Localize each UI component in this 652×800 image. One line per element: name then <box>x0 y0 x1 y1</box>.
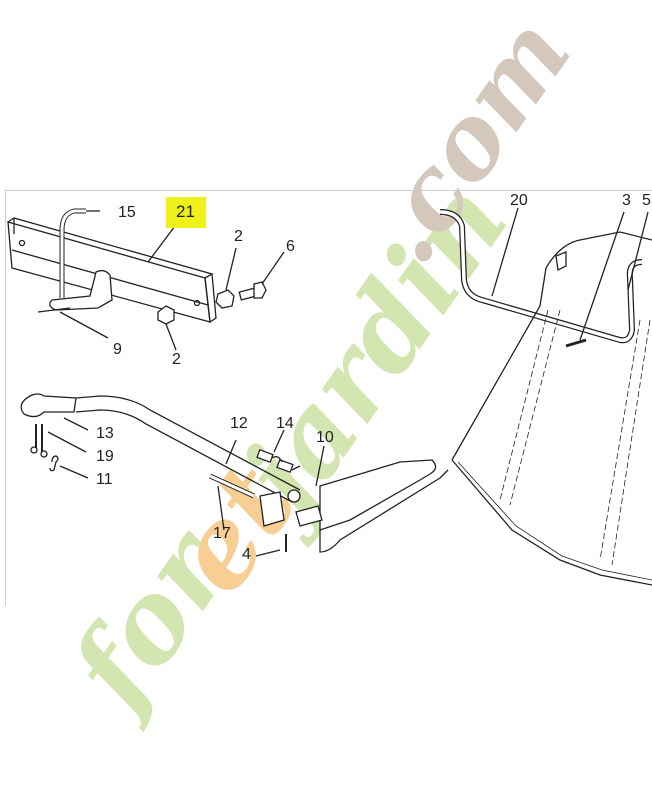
channel-bar-part <box>7 217 217 324</box>
diagram-frame <box>5 190 652 606</box>
hitch-tab <box>49 269 113 311</box>
callout-2-top: 2 <box>234 228 243 245</box>
callout-2-bottom: 2 <box>172 351 181 368</box>
clip-part-9 <box>37 307 71 313</box>
grass-catcher-part <box>451 231 652 586</box>
callout-21-highlighted: 21 <box>166 197 206 228</box>
callout-19: 19 <box>96 448 114 465</box>
callout-17: 17 <box>213 525 231 542</box>
callout-6: 6 <box>286 238 295 255</box>
callout-3: 3 <box>622 192 631 209</box>
nut-part-2a <box>215 289 235 309</box>
callout-14: 14 <box>276 415 294 432</box>
callout-5: 5 <box>642 192 651 209</box>
bolt-part-6 <box>238 281 267 301</box>
nut-part-2b <box>157 305 175 325</box>
chute-part-10 <box>259 459 449 553</box>
callout-20: 20 <box>510 192 528 209</box>
springs-part-14 <box>256 449 301 473</box>
callout-15: 15 <box>118 204 136 221</box>
callout-4: 4 <box>242 546 251 563</box>
handle-bar-part-20 <box>439 209 643 344</box>
callout-10: 10 <box>316 429 334 446</box>
callout-13: 13 <box>96 425 114 442</box>
callout-9: 9 <box>113 341 122 358</box>
callout-12: 12 <box>230 415 248 432</box>
hook-part-11 <box>49 455 59 472</box>
callout-11: 11 <box>96 471 113 488</box>
lever-part-12 <box>20 393 301 503</box>
cotter-pin-part-19 <box>35 424 43 452</box>
